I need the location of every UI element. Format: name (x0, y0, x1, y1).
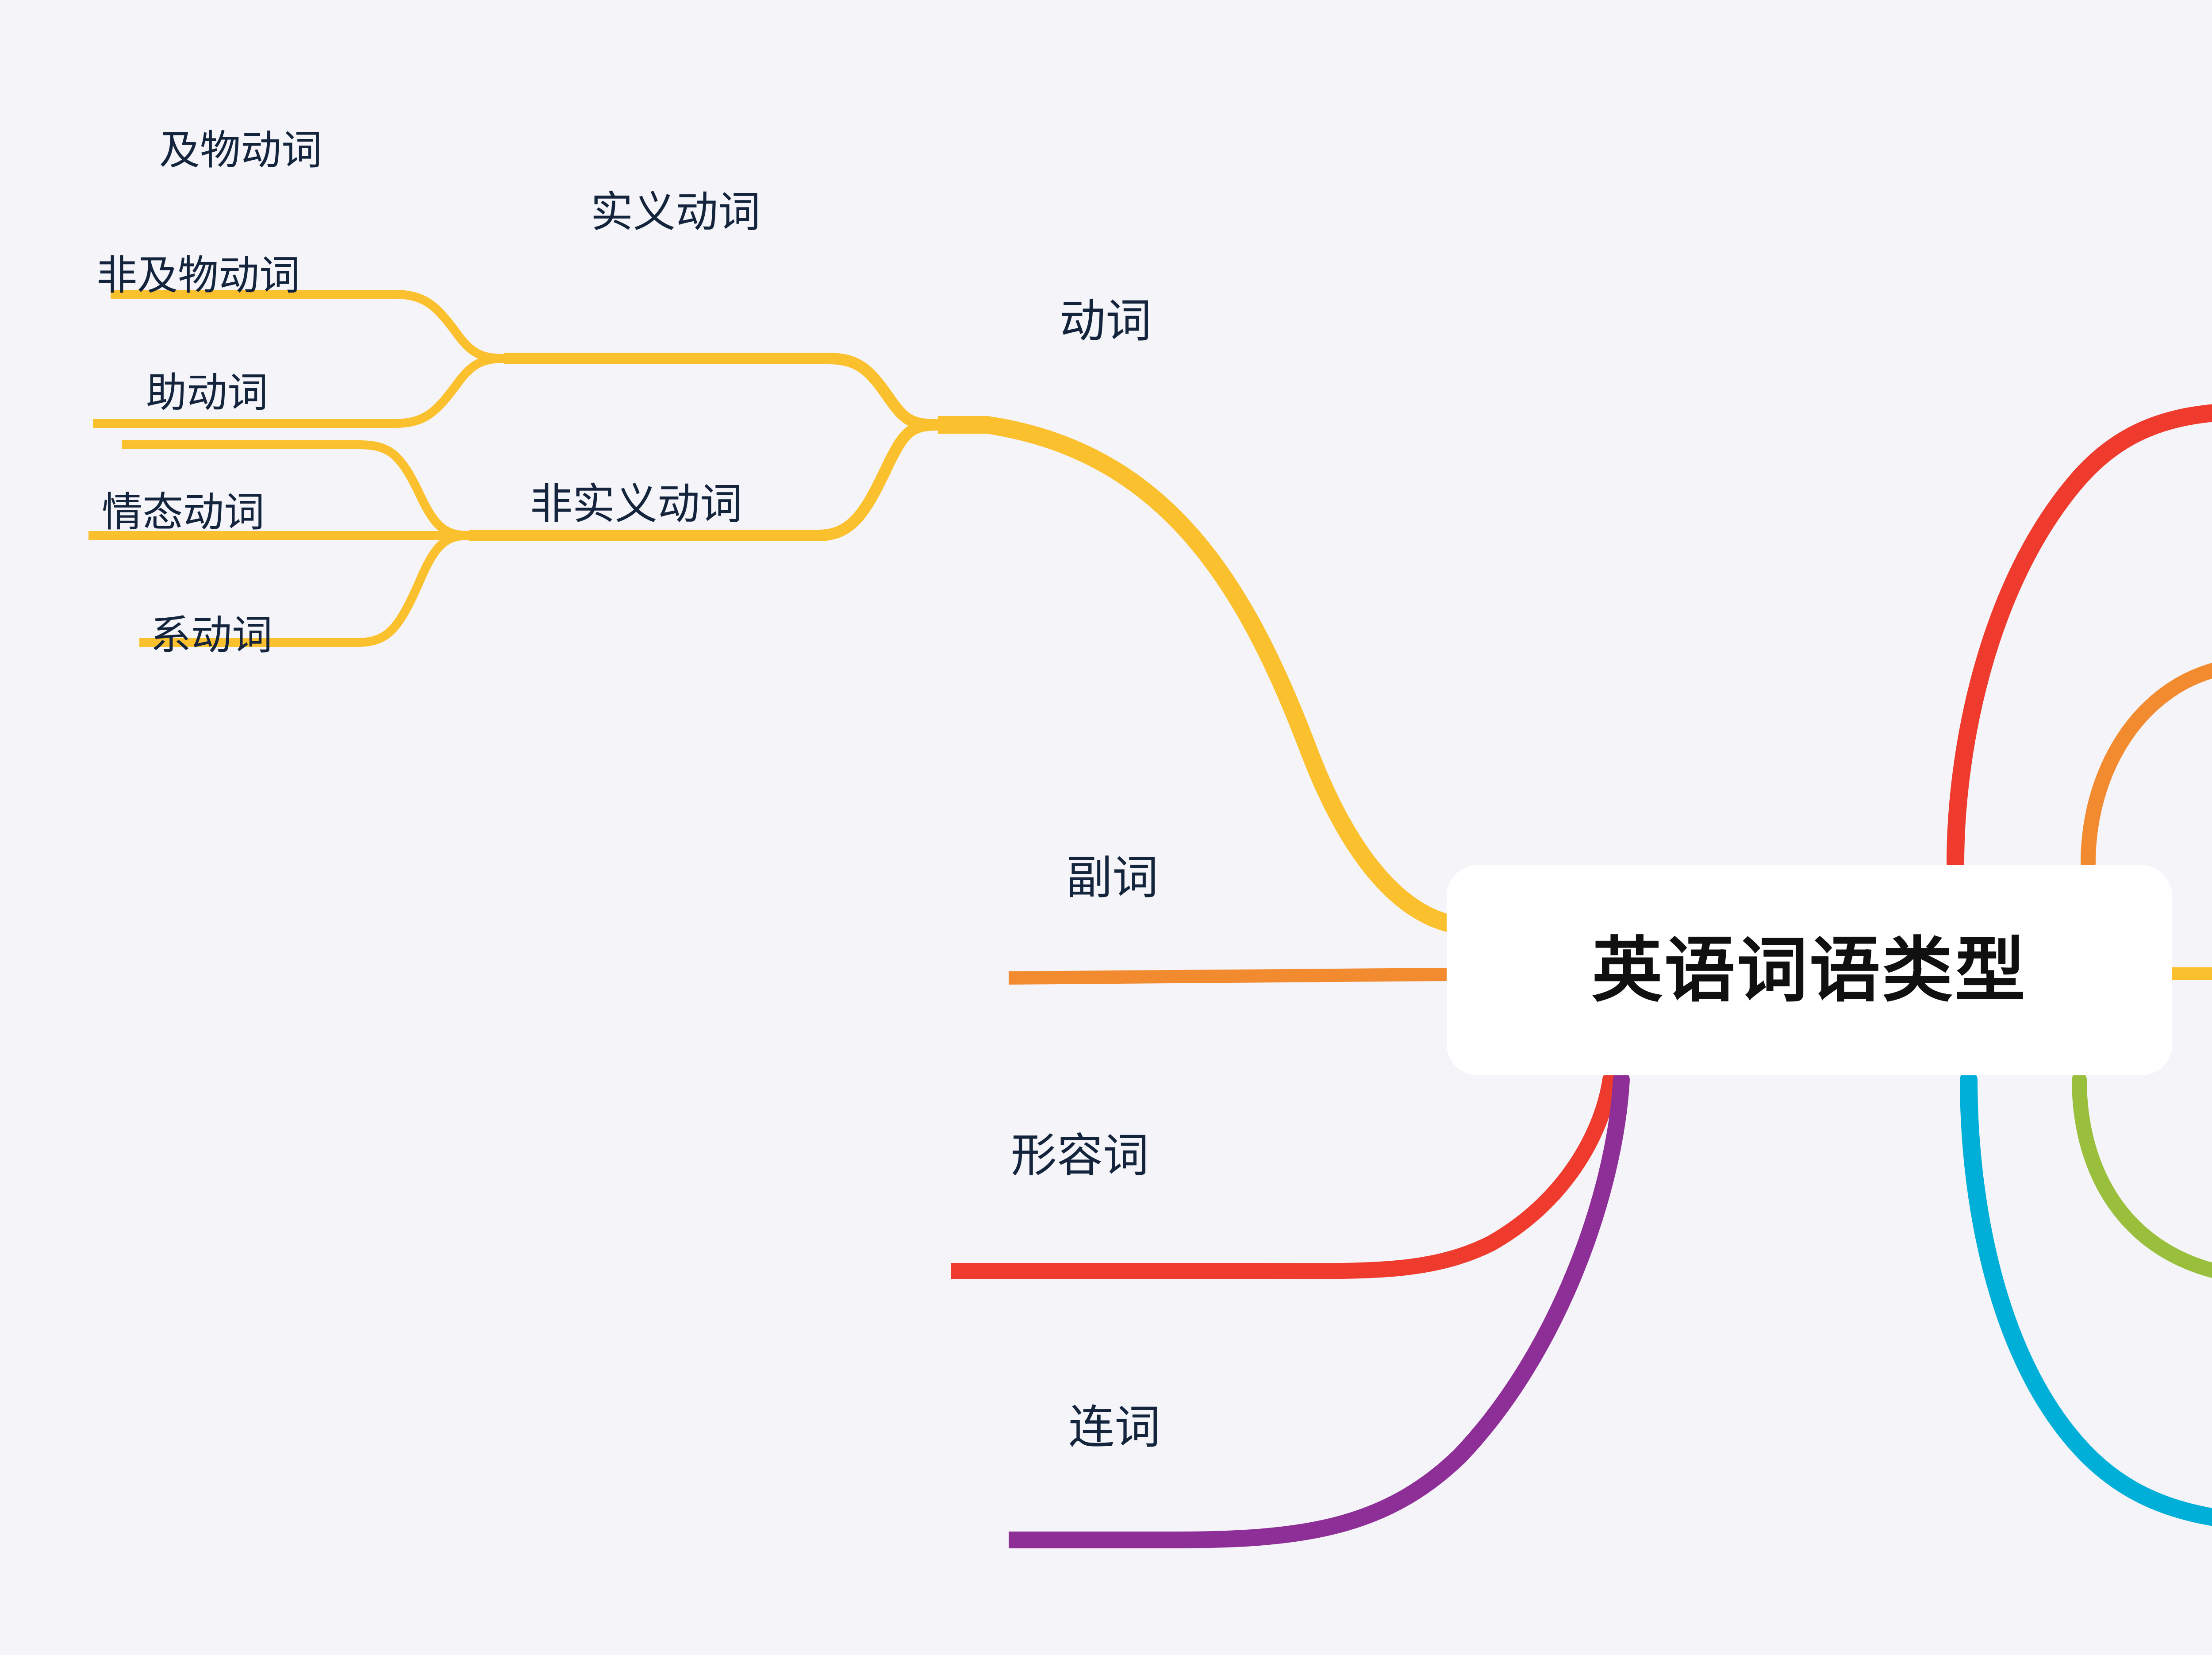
wire-root-to-noun (1947, 404, 2212, 872)
topic-verb-label: 动词 (1060, 296, 1152, 347)
topic-modal-verb-label: 情态动词 (102, 490, 265, 535)
root-topic[interactable]: 英语词语类型 (1447, 865, 2172, 1075)
topic-transitive-verb[interactable]: 及物动词 (159, 129, 322, 172)
topic-modal-verb[interactable]: 情态动词 (102, 491, 265, 534)
topic-non-notional-verb[interactable]: 非实义动词 (530, 482, 742, 527)
topic-auxiliary-verb-label: 助动词 (146, 370, 269, 416)
topic-adverb-label: 副词 (1066, 852, 1159, 904)
topic-intransitive-verb[interactable]: 非及物动词 (96, 254, 300, 297)
root-topic-label: 英语词语类型 (1591, 930, 2027, 1010)
topic-non-notional-verb-label: 非实义动词 (530, 481, 742, 528)
topic-auxiliary-verb[interactable]: 助动词 (146, 372, 268, 415)
topic-adjective[interactable]: 形容词 (1011, 1132, 1149, 1180)
topic-intransitive-verb-label: 非及物动词 (96, 253, 300, 298)
topic-notional-verb[interactable]: 实义动词 (591, 190, 760, 235)
topic-conjunction-label: 连词 (1068, 1402, 1161, 1453)
wire-root-to-preposition (1960, 1071, 2212, 1526)
wire-verb-to-notional (822, 353, 944, 431)
topic-linking-verb-label: 系动词 (150, 613, 273, 658)
wire-root-to-adjective (1257, 1072, 1618, 1279)
wire-nonnotional-to-linking (352, 531, 473, 647)
topic-linking-verb[interactable]: 系动词 (150, 614, 273, 657)
topic-notional-verb-label: 实义动词 (591, 189, 760, 236)
topic-conjunction[interactable]: 连词 (1068, 1402, 1161, 1453)
wire-verb-to-nonnotional (813, 419, 944, 541)
topic-transitive-verb-label: 及物动词 (159, 128, 323, 173)
topic-adjective-label: 形容词 (1011, 1130, 1149, 1182)
wire-root-to-adverb (1008, 968, 1448, 985)
wire-root-to-verb (978, 416, 1464, 934)
topic-adverb[interactable]: 副词 (1066, 854, 1158, 902)
wire-root-to-pronoun (2081, 663, 2212, 870)
topic-verb[interactable]: 动词 (1060, 297, 1152, 346)
wire-root-to-conjunction (1164, 1071, 1630, 1548)
wire-notional-to-transitive (389, 290, 509, 363)
wire-notional-to-intransitive (389, 354, 509, 428)
wire-root-to-numeral (2072, 1072, 2212, 1278)
wire-nonnotional-to-auxiliary (354, 440, 473, 540)
